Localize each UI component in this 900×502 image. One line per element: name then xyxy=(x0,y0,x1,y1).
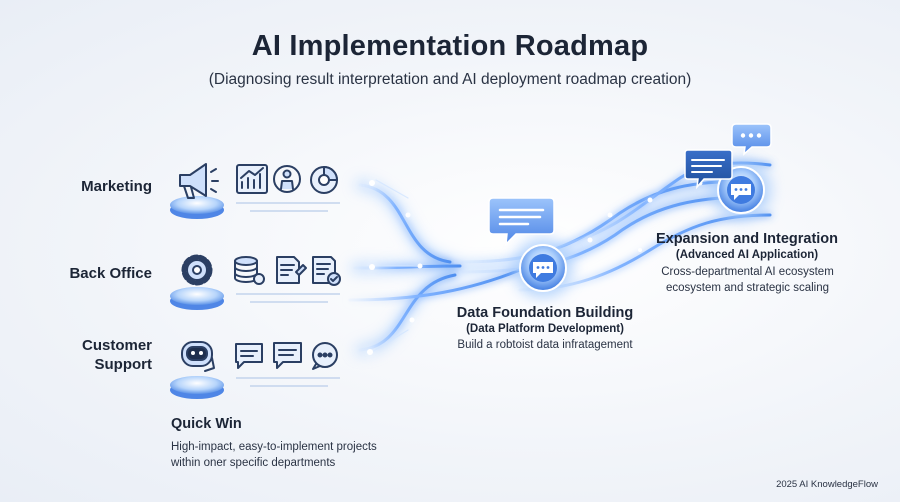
document-check-icon xyxy=(312,256,341,286)
chatbot-icon xyxy=(181,341,215,372)
dept-label-marketing: Marketing xyxy=(81,178,152,195)
data-foundation-subtitle: (Data Platform Development) xyxy=(466,323,624,335)
back-office-pad xyxy=(170,287,224,310)
quick-win-description: High-impact, easy-to-implement projects … xyxy=(171,441,377,469)
marketing-pad xyxy=(170,196,224,219)
page-title: AI Implementation Roadmap xyxy=(251,30,649,62)
expansion-subtitle: (Advanced AI Application) xyxy=(675,249,819,261)
gear-icon xyxy=(181,254,213,286)
person-icon xyxy=(273,165,301,193)
database-gear-icon xyxy=(234,256,265,285)
data-foundation-node xyxy=(513,238,573,298)
quick-win-title: Quick Win xyxy=(171,416,242,432)
data-foundation-title: Data Foundation Building xyxy=(456,305,634,321)
dept-label-back-office: Back Office xyxy=(69,265,152,282)
data-foundation-description: Build a robtoist data infratagement xyxy=(457,339,633,351)
expansion-title: Expansion and Integration xyxy=(655,231,839,247)
growth-chart-icon xyxy=(236,164,268,194)
expansion-description: Cross-departmental AI ecosystem ecosyste… xyxy=(661,266,834,294)
customer-support-pad xyxy=(170,376,224,399)
footer-credit: 2025 AI KnowledgeFlow xyxy=(776,479,878,490)
expansion-dots-icon xyxy=(731,123,772,156)
message-icon xyxy=(273,342,302,369)
document-edit-icon xyxy=(276,256,307,284)
page-subtitle: (Diagnosing result interpretation and AI… xyxy=(208,71,692,88)
data-foundation-chat-icon xyxy=(488,197,555,247)
expansion-chat-icon xyxy=(684,149,733,190)
dept-label-customer-support: Customer Support xyxy=(81,337,152,373)
megaphone-icon xyxy=(179,163,219,199)
chat-bubble-icon xyxy=(235,343,263,369)
pie-chart-icon xyxy=(310,166,338,194)
chat-dots-icon xyxy=(312,342,338,370)
